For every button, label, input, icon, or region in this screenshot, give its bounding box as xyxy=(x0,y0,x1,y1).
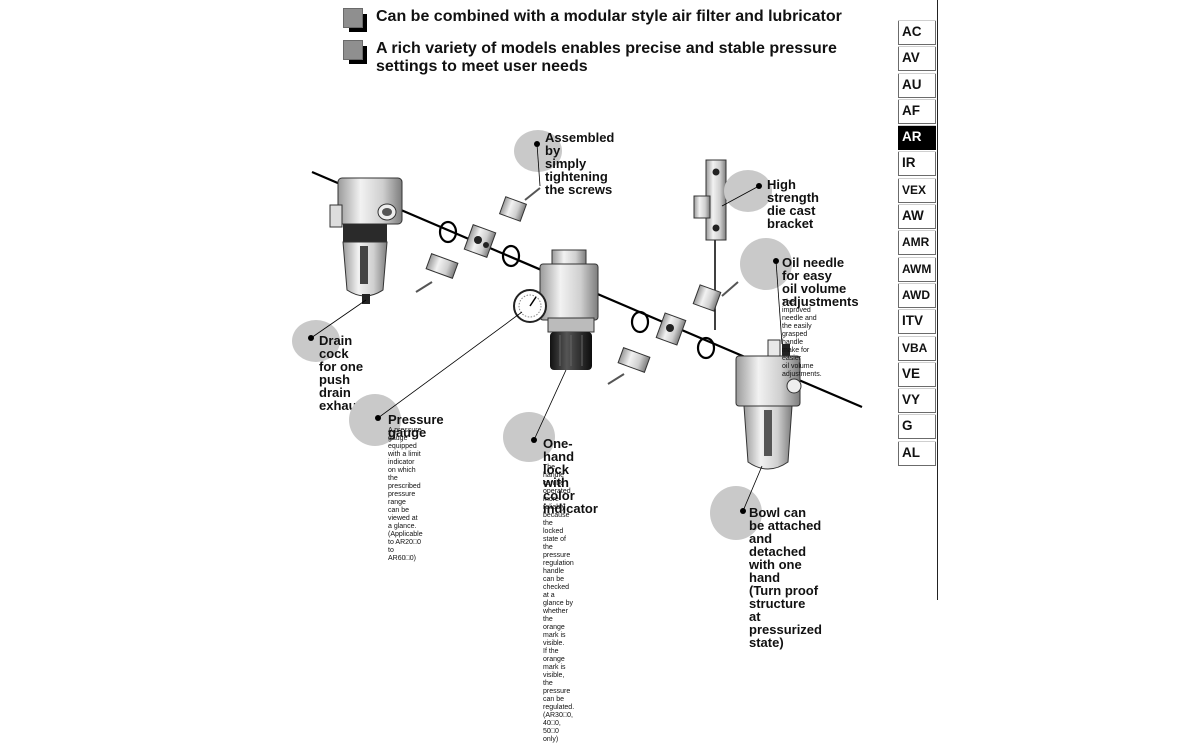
tab-al[interactable]: AL xyxy=(898,441,936,466)
tab-vba[interactable]: VBA xyxy=(898,336,936,361)
callout-bubble xyxy=(292,320,340,362)
tab-itv[interactable]: ITV xyxy=(898,310,936,335)
headline-text: Can be combined with a modular style air… xyxy=(376,8,842,25)
callout-description: The handle can be operated more reliably… xyxy=(543,464,575,743)
callout-description: The improved needle and the easily grasp… xyxy=(782,299,822,378)
callout-bubble xyxy=(724,170,772,212)
tab-aw[interactable]: AW xyxy=(898,205,936,230)
callout-title: Oil needle for easy oil volume adjustmen… xyxy=(782,255,859,309)
lubricator-unit xyxy=(735,339,802,470)
callout-title: High strength die cast bracket xyxy=(767,177,819,231)
page-edge-divider xyxy=(937,0,938,600)
tab-vy[interactable]: VY xyxy=(898,389,936,414)
square-bullet-icon xyxy=(343,8,367,32)
tab-ar[interactable]: AR xyxy=(898,126,936,151)
callout-title: Assembled by simply tightening the screw… xyxy=(545,130,615,197)
headline-text: A rich variety of models enables precise… xyxy=(376,40,837,75)
square-bullet-icon xyxy=(343,40,367,64)
callout-bubble xyxy=(710,486,762,540)
tab-vex[interactable]: VEX xyxy=(898,178,936,203)
air-filter-unit xyxy=(329,177,403,304)
tab-au[interactable]: AU xyxy=(898,73,936,98)
tab-ir[interactable]: IR xyxy=(898,152,936,177)
tab-ac[interactable]: AC xyxy=(898,21,936,45)
callout-title: Bowl can be attached and detached with o… xyxy=(749,505,822,650)
tab-awm[interactable]: AWM xyxy=(898,257,936,282)
callout-description: A pressure gauge equipped with a limit i… xyxy=(388,427,423,562)
connector-parts-left xyxy=(415,187,541,293)
tab-amr[interactable]: AMR xyxy=(898,231,936,256)
tab-ve[interactable]: VE xyxy=(898,362,936,387)
callout-bubble xyxy=(740,238,792,290)
regulator-unit xyxy=(513,249,599,370)
tab-av[interactable]: AV xyxy=(898,47,936,72)
headline-variety: A rich variety of models enables precise… xyxy=(343,40,837,76)
tab-g[interactable]: G xyxy=(898,415,936,440)
headline-modular: Can be combined with a modular style air… xyxy=(343,8,842,32)
callout-title: One-hand lock with color indicator xyxy=(543,436,598,516)
callout-bubble xyxy=(514,130,562,172)
connector-parts-right xyxy=(607,159,739,385)
callout-bubble xyxy=(503,412,555,462)
tab-af[interactable]: AF xyxy=(898,99,936,124)
tab-awd[interactable]: AWD xyxy=(898,283,936,308)
callout-title: Pressure gauge xyxy=(388,412,444,440)
category-sidebar: AC AV AU AF AR IR VEX AW AMR AWM AWD ITV… xyxy=(898,21,936,468)
